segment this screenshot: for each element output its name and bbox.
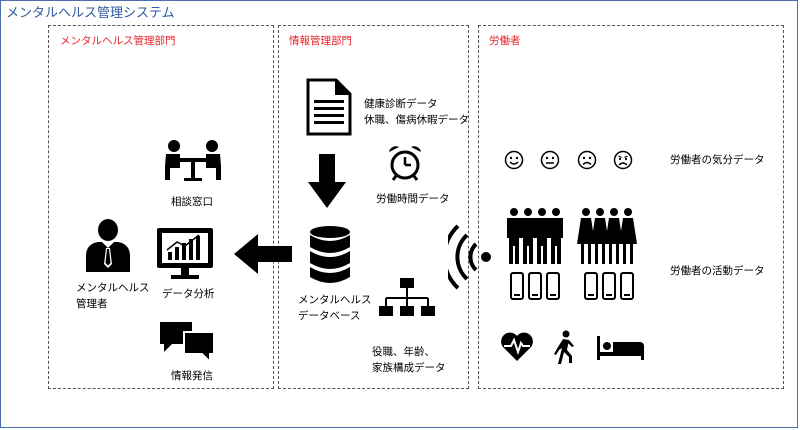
- health-data-label-line2: 休職、傷病休暇データ: [364, 114, 469, 126]
- attributes-label-line1: 役職、年齢、: [372, 346, 435, 358]
- sad-face-icon: [577, 150, 597, 170]
- unhappy-face-icon: [613, 150, 633, 170]
- org-chart-icon: [379, 278, 435, 316]
- walking-person-icon: [554, 330, 574, 364]
- alarm-clock-icon: [389, 146, 421, 181]
- database-label-line1: メンタルヘルス: [298, 294, 372, 306]
- info-management-dept-panel: [278, 25, 469, 389]
- worker-panel: [478, 25, 784, 389]
- left-arrow-icon: [234, 234, 292, 274]
- heart-rate-icon: [501, 332, 533, 361]
- sleep-bed-icon: [597, 336, 644, 360]
- workers-group-icon: [507, 208, 637, 264]
- database-label-line2: データベース: [298, 310, 361, 322]
- mood-data-label: 労働者の気分データ: [670, 154, 765, 166]
- system-title: メンタルヘルス管理システム: [6, 6, 175, 21]
- neutral-face-icon: [540, 150, 560, 170]
- worker-title: 労働者: [489, 35, 521, 47]
- data-analysis-label: データ分析: [162, 288, 215, 300]
- info-management-dept-title: 情報管理部門: [289, 35, 352, 47]
- manager-label-line1: メンタルヘルス: [76, 282, 150, 294]
- dissemination-label: 情報発信: [171, 370, 213, 382]
- down-arrow-icon: [308, 154, 346, 208]
- wireless-signal-icon: [448, 224, 491, 290]
- mental-health-dept-title: メンタルヘルス管理部門: [60, 35, 176, 47]
- document-icon: [306, 78, 352, 136]
- activity-data-label: 労働者の活動データ: [670, 265, 765, 277]
- database-icon: [310, 226, 350, 283]
- chat-bubbles-icon: [160, 322, 215, 364]
- working-hours-label: 労働時間データ: [376, 193, 450, 205]
- happy-face-icon: [504, 150, 524, 170]
- attributes-label-line2: 家族構成データ: [372, 362, 446, 374]
- smartphones-icon: [510, 272, 634, 300]
- manager-label-line2: 管理者: [76, 298, 108, 310]
- mental-health-dept-panel: [48, 25, 274, 389]
- health-data-label-line1: 健康診断データ: [364, 98, 438, 110]
- consultation-label: 相談窓口: [171, 196, 213, 208]
- manager-person-icon: [86, 219, 130, 272]
- consultation-meeting-icon: [165, 140, 221, 181]
- data-analysis-monitor-icon: [157, 228, 213, 279]
